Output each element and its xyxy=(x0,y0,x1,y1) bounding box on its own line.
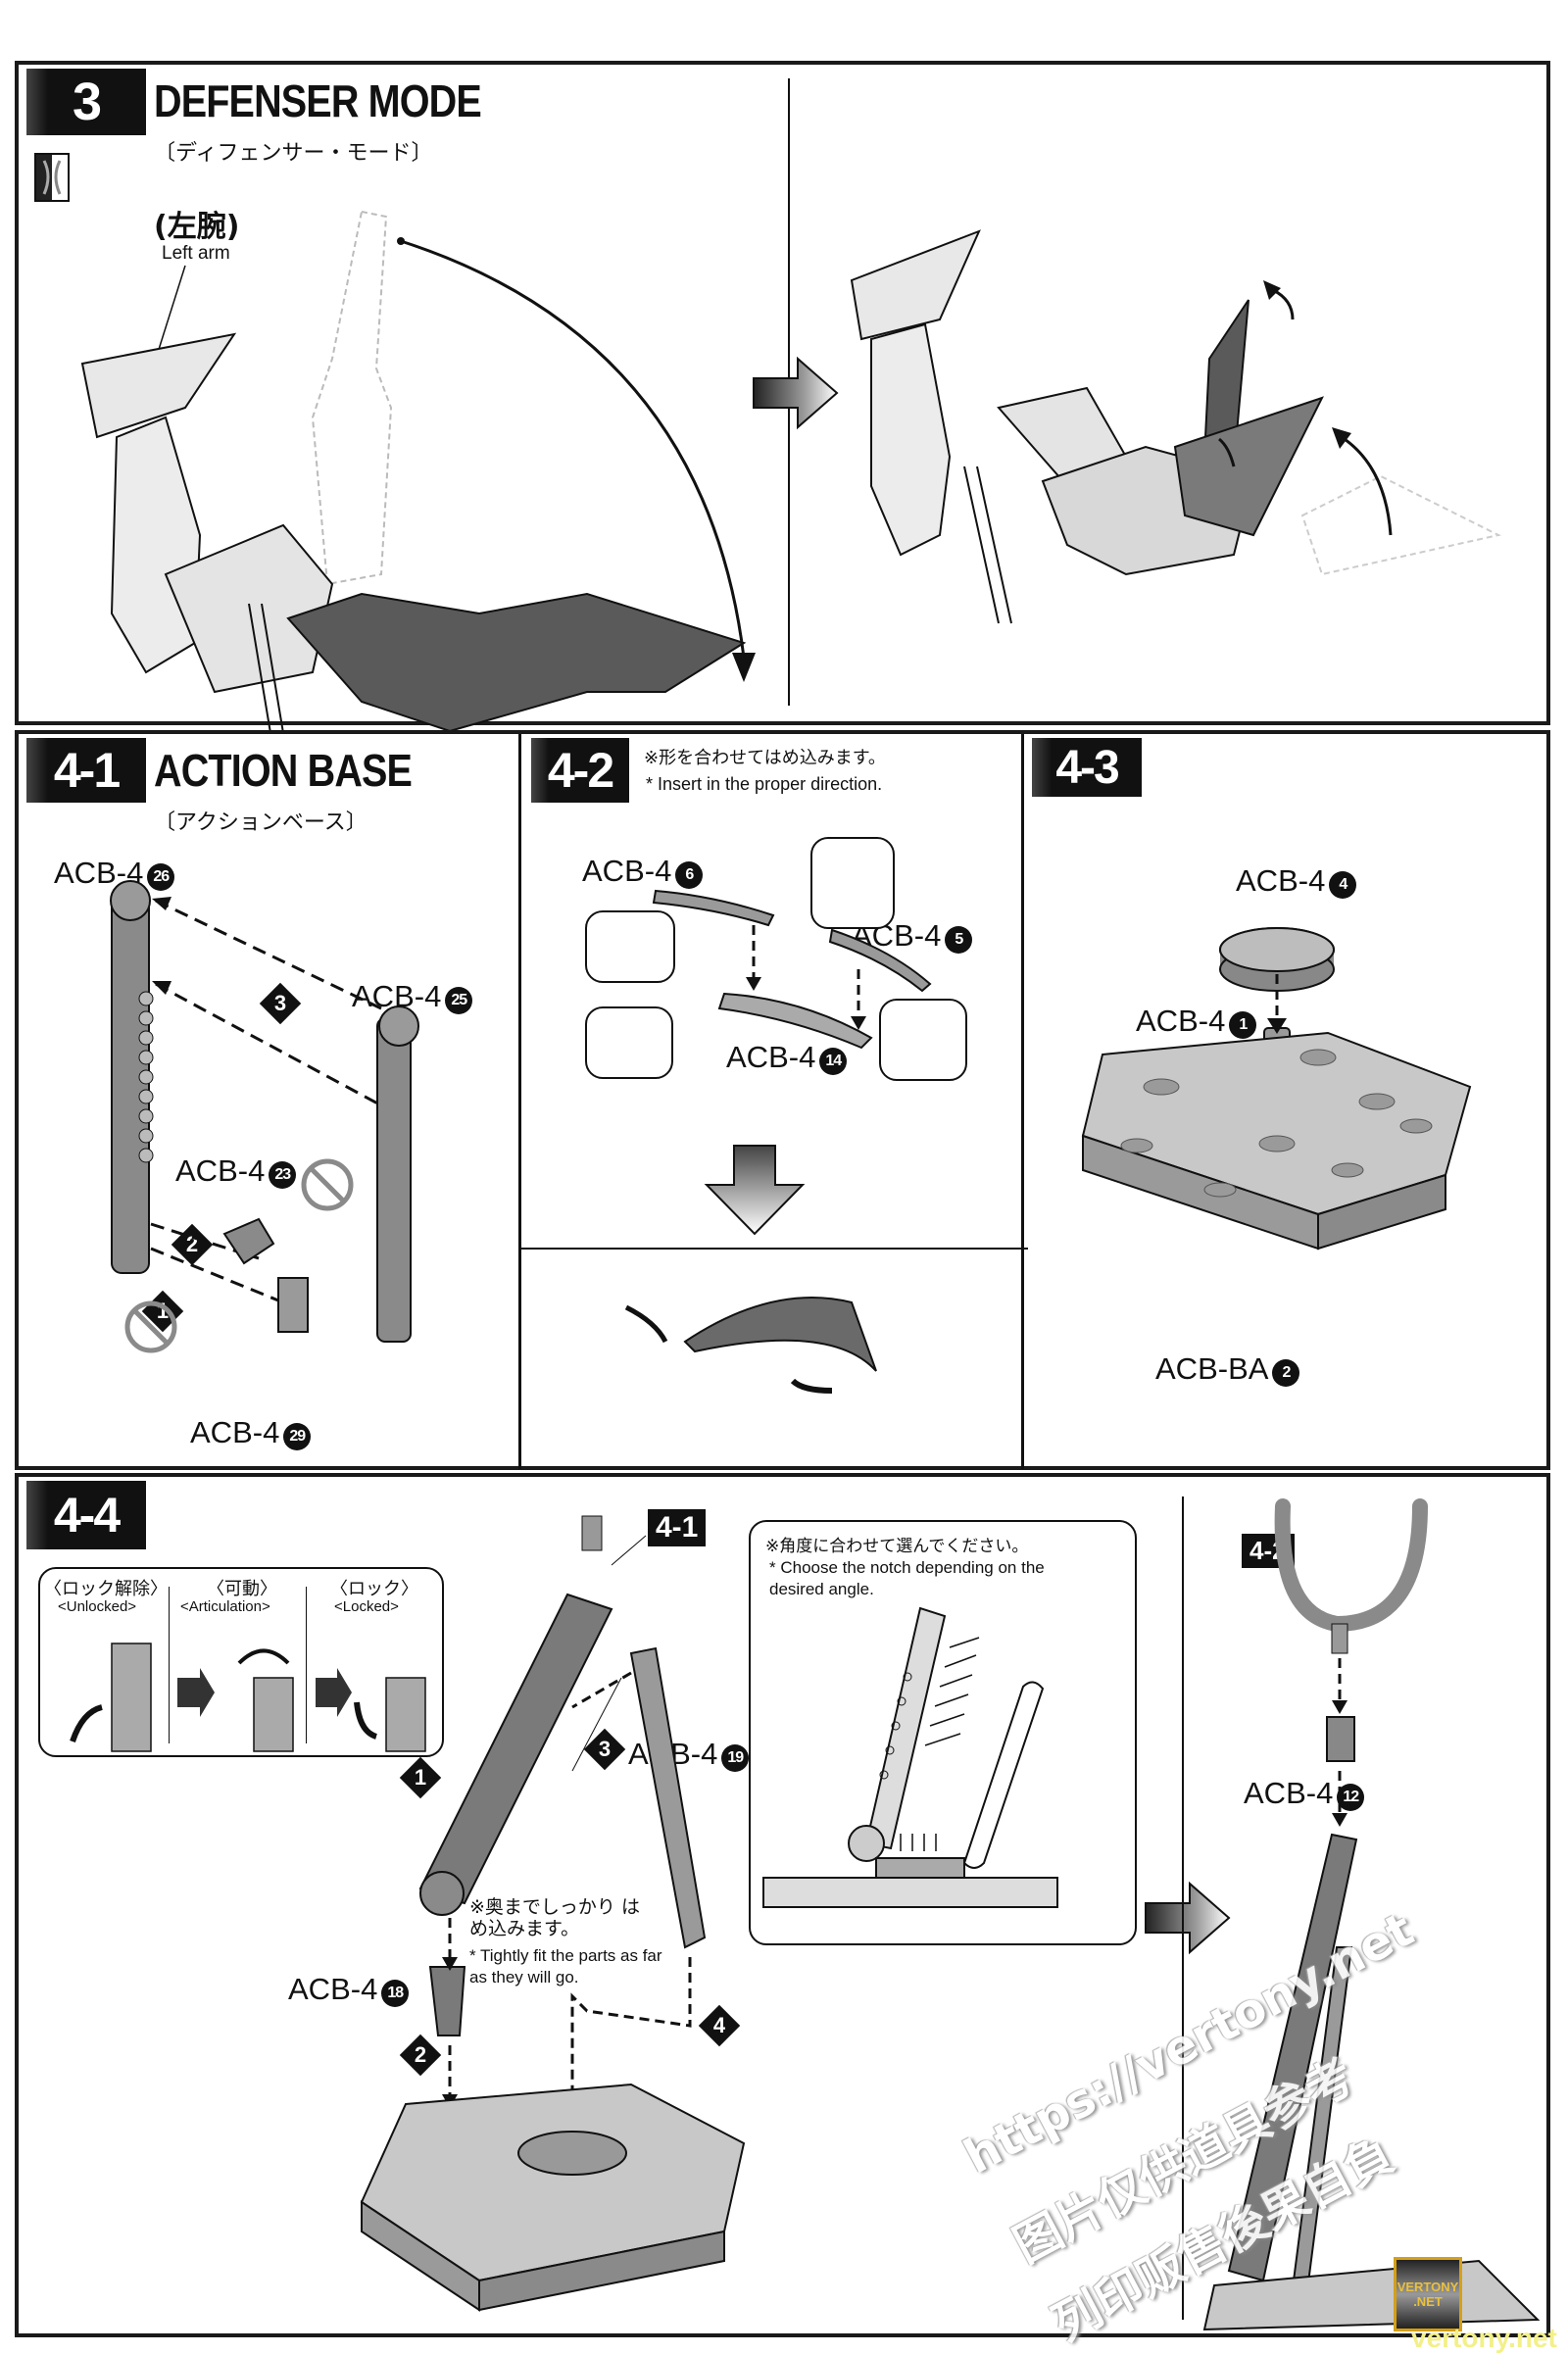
part-number-badge: 29 xyxy=(283,1423,312,1450)
part-number-badge: 12 xyxy=(1337,1784,1365,1811)
angle-note-en: * Choose the notch depending on the desi… xyxy=(769,1558,1045,1598)
part-number-badge: 6 xyxy=(675,861,704,889)
insert-note-jp: ※形を合わせてはめ込みます。 xyxy=(644,748,886,768)
step-4-2-number-text: 4-2 xyxy=(547,743,614,798)
step-4-1-number: 4-1 xyxy=(26,738,146,803)
step-4-4-panel: 4-4 〈ロック解除〉 <Unlocked> 〈可動〉 <Articulatio… xyxy=(15,1473,1550,2337)
insert-note-en: * Insert in the proper direction. xyxy=(646,774,883,794)
ref-label-4-1: 4-1 xyxy=(648,1509,707,1546)
panel-divider-4-4 xyxy=(1182,1496,1184,2320)
final-stand-illustration xyxy=(1202,1498,1541,2331)
part-number-badge: 26 xyxy=(147,863,175,891)
arm-label-en: Left arm xyxy=(162,243,230,264)
part-number-badge: 5 xyxy=(945,926,973,954)
step-number: 3 xyxy=(26,69,146,135)
mode-divider xyxy=(306,1587,307,1743)
part-number-badge: 18 xyxy=(381,1980,410,2007)
fit-note-en: * Tightly fit the parts as far as they w… xyxy=(469,1946,662,1986)
detail-callout xyxy=(810,837,895,929)
part-number-badge: 23 xyxy=(269,1161,297,1189)
mode-unlocked-en: <Unlocked> xyxy=(58,1598,137,1615)
part-prefix: ACB-4 xyxy=(582,854,672,888)
next-arrow-icon xyxy=(1145,1881,1231,1955)
part-number-badge: 19 xyxy=(721,1744,750,1772)
action-base-arm-illustration xyxy=(110,880,419,1353)
footer-watermark: vertony.net xyxy=(1411,2323,1557,2353)
mode-articulation-jp: 〈可動〉 xyxy=(207,1579,277,1599)
stand-assembly-illustration xyxy=(360,1515,746,2312)
step-4-4-number-text: 4-4 xyxy=(53,1488,121,1543)
part-number-badge: 14 xyxy=(819,1048,848,1075)
rotate-arrows-glyph xyxy=(42,160,62,195)
part-prefix: ACB-4 xyxy=(1136,1004,1226,1038)
angle-note-jp: ※角度に合わせて選んでください。 xyxy=(765,1537,1029,1556)
part-prefix: ACB-4 xyxy=(1244,1776,1334,1810)
badge-line-2: .NET xyxy=(1413,2294,1443,2309)
part-number-badge: 4 xyxy=(1329,871,1357,899)
lock-modes-illustration xyxy=(70,1643,426,1752)
step-4-4-number: 4-4 xyxy=(26,1481,146,1549)
panel-divider-4-1 xyxy=(518,734,521,1469)
part-prefix: ACB-4 xyxy=(726,1040,816,1074)
part-prefix: ACB-4 xyxy=(175,1153,266,1188)
fit-note-jp: ※奥までしっかり はめ込みます。 xyxy=(469,1896,640,1939)
detail-callout xyxy=(585,910,675,983)
mode-locked-en: <Locked> xyxy=(334,1598,399,1615)
mode-locked-jp: 〈ロック〉 xyxy=(330,1579,418,1599)
part-number-badge: 2 xyxy=(1272,1359,1300,1387)
detail-callout xyxy=(585,1006,673,1079)
step-4-3-number-text: 4-3 xyxy=(1055,741,1119,794)
arm-label-jp: (左腕) xyxy=(154,210,240,244)
vertony-badge: VERTONY .NET xyxy=(1394,2257,1462,2331)
mode-unlocked-jp: 〈ロック解除〉 xyxy=(44,1579,168,1599)
arm-after-illustration xyxy=(850,229,1501,624)
mode-articulation-en: <Articulation> xyxy=(180,1598,270,1615)
section-title: DEFENSER MODE xyxy=(154,75,482,126)
step-3-panel: 3 DEFENSER MODE 〔ディフェンサー・モード〕 (左腕) Left … xyxy=(15,61,1550,752)
mode-divider xyxy=(169,1587,170,1743)
hex-base-illustration xyxy=(1081,927,1472,1251)
action-base-subtitle: 〔アクションベース〕 xyxy=(154,810,368,835)
arm-before-illustration xyxy=(80,210,756,752)
part-prefix: ACB-4 xyxy=(288,1972,378,2006)
detail-callout xyxy=(879,999,967,1081)
part-prefix: ACB-BA xyxy=(1155,1351,1269,1386)
section-subtitle: 〔ディフェンサー・モード〕 xyxy=(154,141,433,166)
step-number-text: 3 xyxy=(72,73,102,131)
rotate-icon xyxy=(34,153,70,202)
notch-detail-illustration xyxy=(762,1606,1058,1908)
step-4-2-number: 4-2 xyxy=(531,738,629,803)
badge-line-1: VERTONY xyxy=(1396,2280,1459,2294)
panel-divider-4-2 xyxy=(1021,734,1024,1469)
part-prefix: ACB-4 xyxy=(190,1415,280,1449)
part-prefix: ACB-4 xyxy=(1236,863,1326,898)
next-arrow-icon xyxy=(753,356,839,430)
base-arm-assembly-illustration xyxy=(518,889,1028,1394)
action-base-title: ACTION BASE xyxy=(154,745,413,796)
part-number-badge: 25 xyxy=(445,987,473,1014)
step-4-3-number: 4-3 xyxy=(1032,738,1142,797)
step-4-1-number-text: 4-1 xyxy=(53,743,121,798)
part-number-badge: 1 xyxy=(1229,1011,1257,1039)
